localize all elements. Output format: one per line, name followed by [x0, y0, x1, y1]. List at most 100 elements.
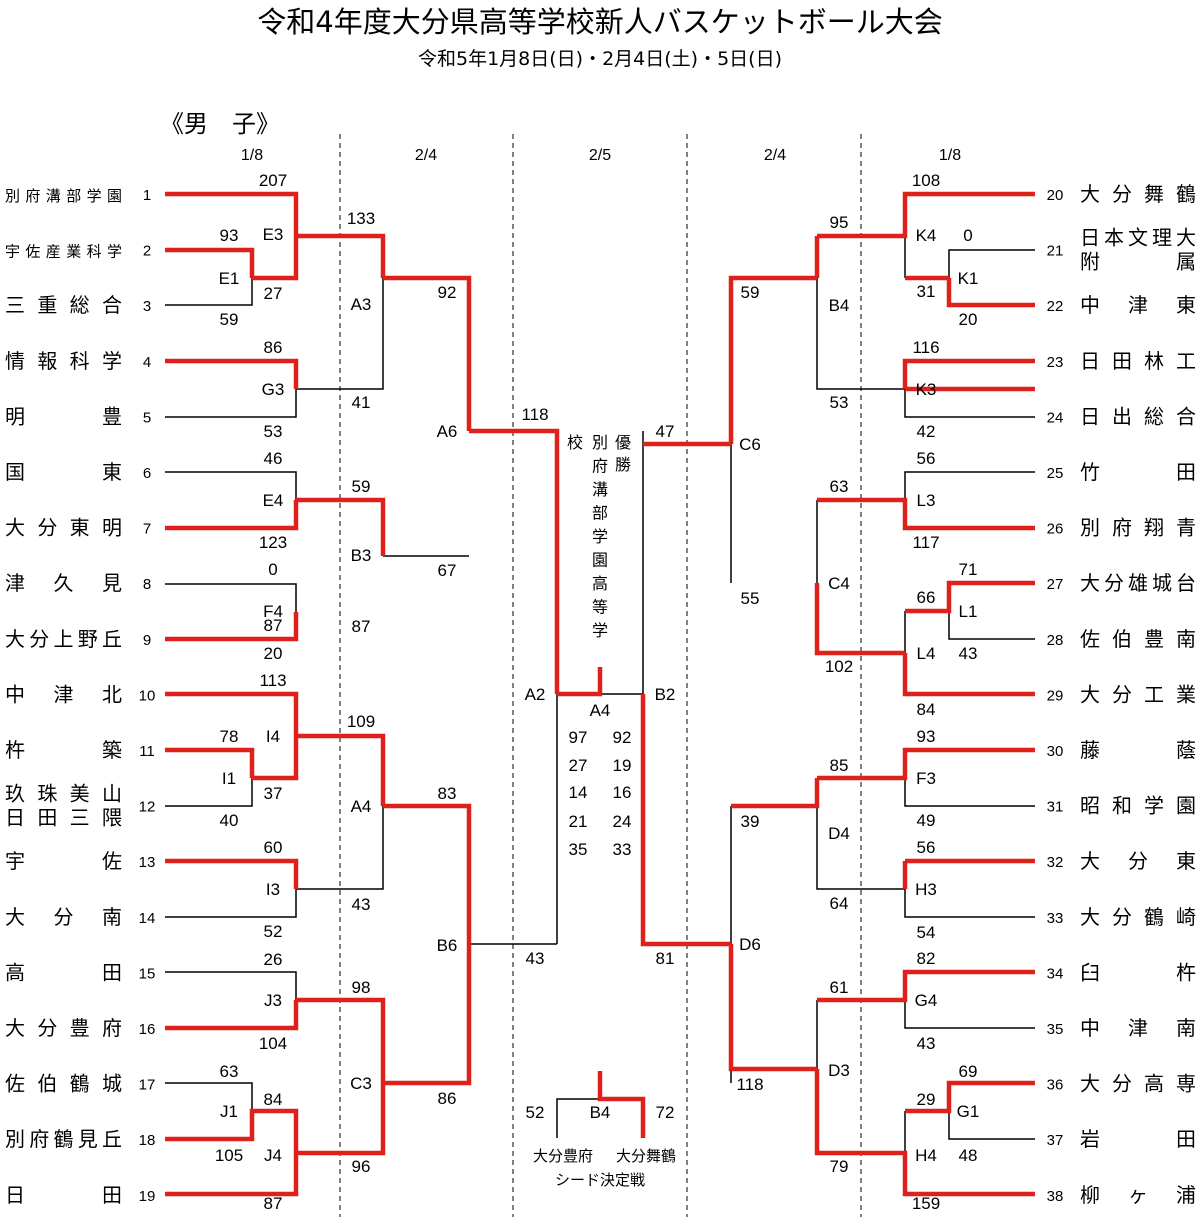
score-value: 59	[220, 310, 239, 329]
match-code: K3	[916, 380, 937, 399]
match-code: C4	[828, 574, 850, 593]
team-seed-number: 25	[1047, 465, 1064, 482]
match-code: D4	[828, 824, 850, 843]
team-seed-number: 18	[139, 1132, 156, 1149]
team-seed-number: 31	[1047, 799, 1064, 816]
bracket-line	[728, 275, 817, 444]
match-code: H3	[915, 880, 937, 899]
score-value: 87	[264, 616, 283, 635]
team-seed-number: 28	[1047, 632, 1064, 649]
team-seed-number: 6	[143, 465, 151, 482]
bracket-line	[469, 428, 560, 694]
team-name: 宇佐産業科学	[5, 243, 122, 261]
score-value: 86	[264, 338, 283, 357]
seed-match-right-score: 72	[656, 1103, 675, 1122]
team-name: 日田林工	[1080, 349, 1196, 373]
bracket-line	[904, 778, 1035, 807]
team-name: 大分南	[5, 905, 122, 929]
team-seed-number: 38	[1047, 1188, 1064, 1205]
team-name: 大分上野丘	[5, 627, 122, 651]
bracket-line	[296, 1083, 386, 1156]
bracket-line	[165, 1108, 299, 1197]
date-label-r2-right: 2/4	[764, 147, 786, 164]
team-seed-number: 9	[143, 632, 151, 649]
score-value: 123	[259, 533, 287, 552]
bracket-line	[165, 971, 297, 1000]
score-value: 47	[656, 422, 675, 441]
match-code: F4	[263, 602, 283, 621]
team-name: 中津東	[1080, 293, 1196, 317]
team-name-char: 属	[1176, 250, 1196, 274]
team-seed-number: 20	[1047, 187, 1064, 204]
score-value: 86	[438, 1089, 457, 1108]
bracket-line	[165, 500, 299, 531]
score-value: 21	[569, 812, 588, 831]
team-seed-number: 8	[143, 576, 151, 593]
score-value: 37	[264, 784, 283, 803]
bracket-line	[731, 778, 820, 809]
score-value: 24	[613, 812, 632, 831]
match-code: E3	[263, 225, 284, 244]
score-value: 63	[830, 477, 849, 496]
team-name-char: 東	[102, 460, 122, 484]
score-value: 20	[264, 644, 283, 663]
bracket-line	[904, 1000, 1035, 1029]
team-seed-number: 4	[143, 354, 151, 371]
bracket-line	[902, 358, 1035, 392]
team-name: 別府鶴見丘	[5, 1127, 122, 1151]
seed-match-right-team: 大分舞鶴	[616, 1147, 676, 1165]
score-value: 84	[917, 700, 936, 719]
champion-label-char: 優	[615, 433, 631, 452]
match-code-labels: E3E1A3G3A6E4B3F4I4I1A4I3B6J3C3J1J4A2A4B2…	[219, 225, 980, 1165]
bracket-line	[816, 778, 905, 890]
score-value: 35	[569, 840, 588, 859]
score-value: 52	[264, 922, 283, 941]
bracket-line	[640, 694, 731, 947]
score-value: 92	[438, 283, 457, 302]
score-value: 85	[830, 756, 849, 775]
score-value: 113	[259, 671, 286, 690]
match-code: L3	[917, 491, 936, 510]
match-code: A4	[590, 701, 611, 720]
team-seed-number: 35	[1047, 1021, 1064, 1038]
score-value: 69	[959, 1062, 978, 1081]
champion-school-char: 高	[592, 574, 608, 593]
score-value: 104	[259, 1034, 287, 1053]
bracket-line	[165, 612, 299, 642]
team-name: 日本文理大	[1080, 226, 1196, 250]
match-code: B6	[437, 936, 458, 955]
score-value: 14	[569, 783, 588, 802]
bracket-line	[165, 747, 255, 778]
bracket-line	[296, 806, 384, 890]
date-label-r1-right: 1/8	[939, 147, 961, 164]
score-value: 133	[347, 209, 375, 228]
team-seed-number: 30	[1047, 743, 1064, 760]
winning-bracket-lines	[165, 191, 1035, 1197]
match-code: B4	[590, 1103, 611, 1122]
bracket-line	[948, 611, 1035, 640]
match-code: B3	[351, 546, 372, 565]
score-value: 16	[613, 783, 632, 802]
score-value: 0	[963, 226, 972, 245]
column-separators	[339, 134, 862, 1217]
match-code: A4	[351, 797, 372, 816]
score-value: 96	[352, 1157, 371, 1176]
score-value: 92	[613, 728, 632, 747]
bracket-line	[165, 1000, 299, 1031]
team-seed-number: 5	[143, 409, 151, 426]
bracket-line	[948, 249, 1035, 278]
team-name: 情報科学	[5, 349, 122, 373]
team-seed-number: 16	[139, 1021, 156, 1038]
team-name-char: 日	[5, 1183, 25, 1207]
team-name-char: 田	[102, 1183, 122, 1207]
team-seed-number: 22	[1047, 298, 1064, 315]
match-code: B4	[829, 296, 850, 315]
team-name-char: 高	[5, 960, 25, 984]
score-value: 118	[521, 405, 548, 424]
team-seed-number: 11	[139, 743, 155, 760]
bracket-line	[905, 275, 1035, 308]
bracket-line	[165, 1082, 253, 1111]
match-code: J3	[264, 991, 282, 1010]
score-value: 42	[917, 422, 936, 441]
team-name: 大分雄城台	[1080, 571, 1196, 595]
